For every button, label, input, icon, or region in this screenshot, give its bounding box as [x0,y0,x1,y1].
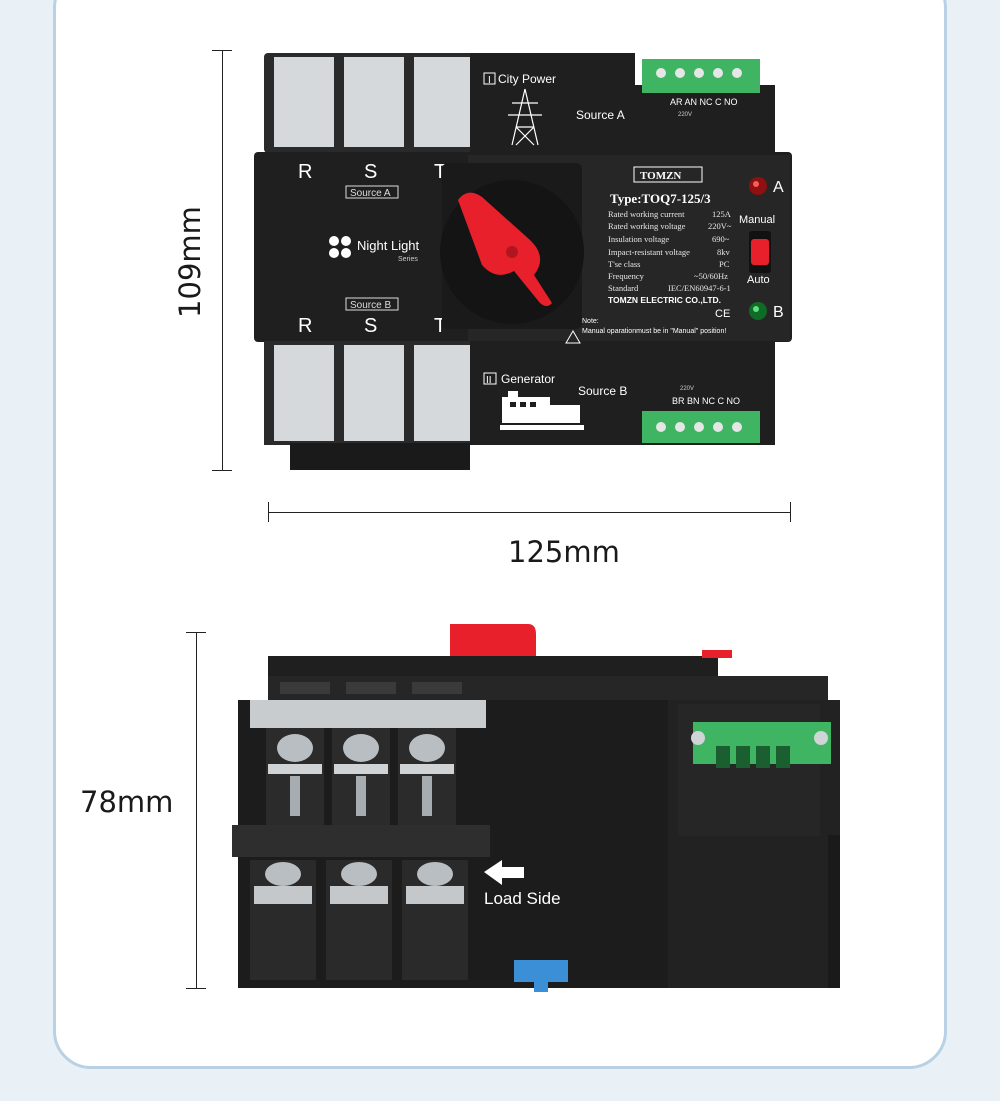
side-upper-screws [266,728,456,828]
terminal-top-volt: 220V [678,112,692,118]
mode-switch-toggle[interactable] [751,239,769,265]
depth-dim-label: 78mm [80,785,174,819]
top-terminal-window-2 [344,57,404,147]
top-aux-housing [470,53,635,153]
generator-icon [500,391,584,430]
spec-label-3: Impact-resistant voltage [608,247,690,257]
side-clear-cover [250,700,486,728]
top-terminal-window-1 [274,57,334,147]
top-terminal-window-3 [414,57,470,147]
side-separator-plate [232,825,490,857]
din-clip-tab [534,980,548,992]
ce-mark: CE [715,308,730,320]
source-b-label: Source B [578,384,627,398]
power-tower-icon [508,88,542,146]
night-light-logo-icon [329,236,351,258]
side-terminal-tab-3 [412,682,462,694]
height-dim-bottom-tick [212,470,232,471]
rotary-handle-pivot [506,246,518,258]
spec-value-0: 125A [712,209,732,219]
spec-value-2: 690~ [712,234,730,244]
load-side-label: Load Side [484,889,561,908]
side-handle [450,624,536,660]
width-dim-line [268,512,791,513]
front-view: R S T Source A Night Light Series Source… [254,53,792,470]
city-power-label: City Power [498,72,556,86]
mode-manual-label: Manual [739,214,775,226]
bottom-terminal-window-1 [274,345,334,441]
phase-label-top-s: S [364,161,377,183]
side-terminal-tab-1 [280,682,330,694]
width-dim-label: 125mm [508,535,620,569]
top-aux-ext [635,85,775,153]
spec-value-4: PC [719,259,730,269]
source-a-tag: Source A [350,188,391,199]
din-rail-foot [290,443,470,470]
width-dim-right-tick [790,502,791,522]
generator-num: II [486,375,492,386]
note-text: Manual oparationmust be in "Manual" posi… [582,328,726,335]
warning-icon [565,330,581,344]
city-power-num: I [488,75,491,86]
side-view: Load Side [232,624,840,992]
bottom-terminal-window-2 [344,345,404,441]
side-terminal-tab-2 [346,682,396,694]
company-name: TOMZN ELECTRIC CO.,LTD. [608,295,721,305]
spec-label-6: Standard [608,283,639,293]
depth-dim-bottom-tick [186,988,206,989]
indicator-a-label: A [773,179,784,196]
spec-value-3: 8kv [717,247,731,257]
mode-auto-label: Auto [747,274,770,286]
source-a-label: Source A [576,108,625,122]
brand-box [633,166,703,183]
city-power-num-box [483,72,496,85]
spec-label-2: Insulation voltage [608,234,669,244]
source-b-tag: Source B [350,300,391,311]
bottom-terminal-window-3 [414,345,470,441]
series-sub: Series [398,256,418,263]
spec-label-0: Rated working current [608,209,685,219]
generator-label: Generator [501,372,555,386]
spec-value-1: 220V~ [708,221,732,231]
side-lower-screws [250,860,468,980]
side-top-red-tab [702,650,732,658]
source-b-tag-box [345,297,399,311]
phase-label-bottom-s: S [364,315,377,337]
side-terminal-screw-left [691,731,705,745]
rotary-handle[interactable] [458,192,552,306]
height-dim-line [222,50,223,470]
terminal-bottom-volt: 220V [680,386,694,392]
height-dim-label: 109mm [173,206,207,318]
depth-dim-line [196,632,197,988]
terminal-bottom-labels: BR BN NC C NO [672,396,740,406]
type-label: Type:TOQ7-125/3 [610,191,711,206]
side-top-cover [268,656,718,678]
spec-value-5: ~50/60Hz [694,271,728,281]
phase-label-top-r: R [298,161,312,183]
side-right-step [828,835,840,988]
brand-name: TOMZN [640,170,681,182]
indicator-b-label: B [773,304,784,321]
side-terminal-screw-right [814,731,828,745]
terminal-top-labels: AR AN NC C NO [670,97,738,107]
generator-num-box [483,372,497,385]
series-name: Night Light [357,238,420,253]
spec-value-6: IEC/EN60947-6-1 [668,283,731,293]
spec-label-1: Rated working voltage [608,221,686,231]
din-clip[interactable] [514,960,568,982]
phase-label-bottom-r: R [298,315,312,337]
source-a-tag-box [345,185,399,199]
spec-label-4: T'se class [608,259,640,269]
load-side-arrow-icon [484,860,524,885]
note-title: Note: [582,318,599,325]
spec-label-5: Frequency [608,271,645,281]
